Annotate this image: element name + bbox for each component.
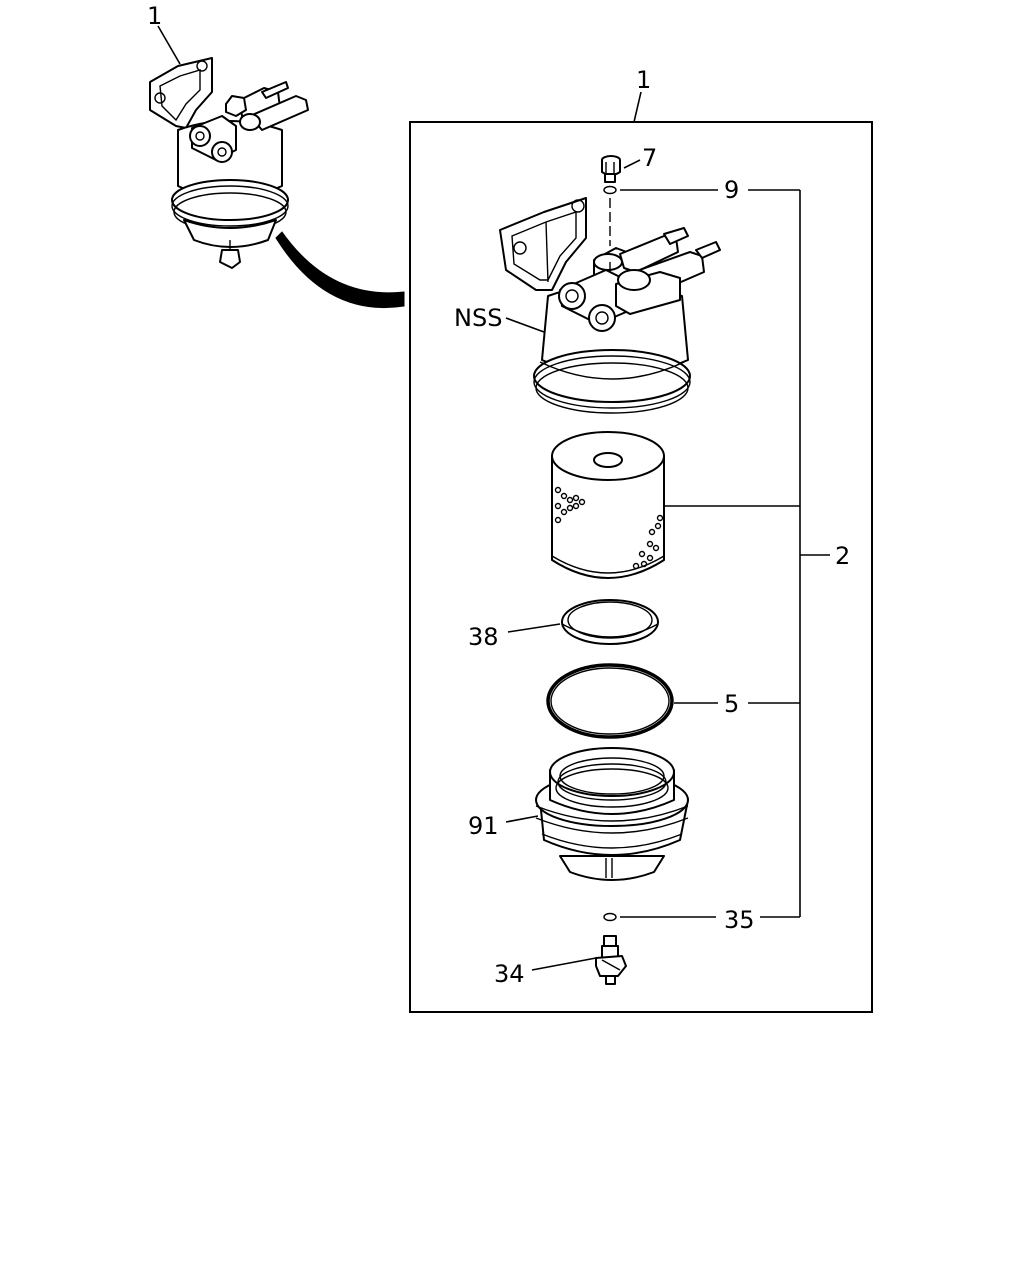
- overview-assembly-illustration: [149, 57, 309, 269]
- drain-valve-part: [595, 935, 627, 985]
- head-label: NSS: [454, 304, 502, 332]
- kit-label: 2: [835, 542, 850, 570]
- plug-oring-part: [603, 185, 617, 195]
- drain-oring-label: 35: [724, 906, 755, 934]
- plug-oring-label: 9: [724, 176, 739, 204]
- filter-cartridge-part: [551, 431, 665, 579]
- kit-bracket-lines: [748, 189, 830, 918]
- oring-label: 5: [724, 690, 739, 718]
- plug-part: [601, 155, 621, 183]
- drain-valve-label: 34: [494, 960, 525, 988]
- filter-head-part: [499, 197, 721, 414]
- plug-label: 7: [642, 144, 657, 172]
- connector-arrow: [275, 231, 405, 309]
- bowl-part: [535, 747, 689, 881]
- oring-part: [546, 663, 674, 739]
- exploded-assembly-label: 1: [636, 66, 651, 94]
- overview-assembly-label: 1: [147, 2, 162, 30]
- drain-oring-part: [603, 912, 617, 922]
- overview-leader-line: [157, 25, 181, 65]
- gasket-label: 38: [468, 623, 499, 651]
- bowl-label: 91: [468, 812, 499, 840]
- gasket-part: [561, 599, 659, 645]
- exploded-view-frame: [409, 121, 873, 1013]
